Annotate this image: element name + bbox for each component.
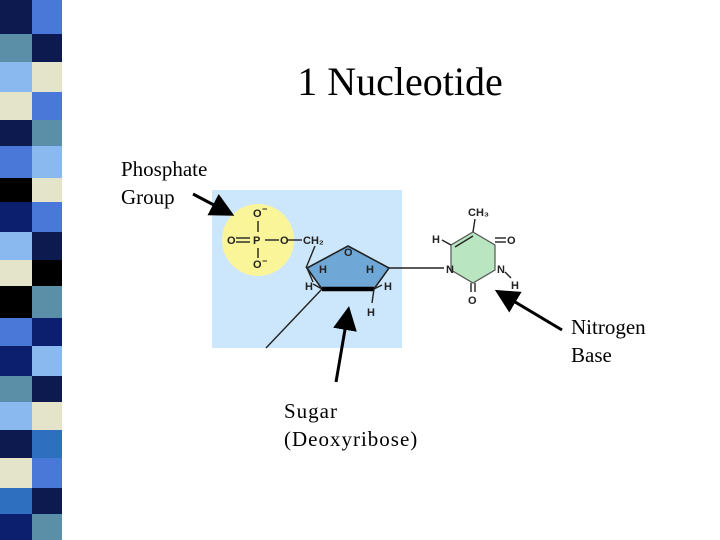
base-oxygen-bottom: O	[468, 295, 477, 307]
nitrogen-label-line-1: Nitrogen	[571, 315, 646, 339]
stripe-square	[32, 202, 62, 232]
stripe-square	[32, 286, 62, 318]
base-hydrogen-right: H	[511, 280, 519, 292]
stripe-square	[0, 202, 32, 232]
stripe-square	[0, 232, 32, 260]
stripe-square	[32, 92, 62, 120]
sugar-label-line-1: Sugar	[284, 399, 338, 423]
stripe-square	[32, 34, 62, 62]
sugar-label-line-2: (Deoxyribose)	[284, 427, 419, 451]
base-nitrogen-left: N	[446, 264, 454, 276]
sugar-hydrogen-1: H	[319, 264, 327, 276]
stripe-square	[32, 318, 62, 346]
base-nitrogen-right: N	[497, 264, 505, 276]
base-bonds	[441, 218, 512, 292]
stripe-square	[32, 232, 62, 260]
stripe-square	[32, 260, 62, 286]
phosphate-label-line-2: Group	[121, 185, 175, 209]
stripe-square	[32, 62, 62, 92]
base-oxygen-right: O	[507, 235, 516, 247]
sugar-hydrogen-3: H	[305, 281, 313, 293]
phosphate-circle	[222, 204, 294, 276]
decorative-stripe	[0, 0, 68, 540]
stripe-square	[0, 376, 32, 402]
nitrogen-label-line-2: Base	[571, 343, 612, 367]
stripe-square	[0, 0, 32, 34]
stripe-square	[32, 376, 62, 402]
phosphate-oxygen-right: O	[280, 235, 289, 247]
sugar-bonds	[265, 245, 444, 349]
phosphate-oxygen-bottom: O	[253, 259, 262, 271]
phosphate-group-label: Phosphate Group	[121, 155, 207, 211]
phosphorus-atom: P	[253, 235, 260, 247]
ch2-group: CH₂	[303, 235, 324, 247]
sugar-label: Sugar (Deoxyribose)	[284, 397, 418, 453]
stripe-square	[0, 178, 32, 202]
phosphate-charge-bottom: −	[262, 256, 267, 266]
stripe-square	[32, 178, 62, 202]
base-hydrogen-left: H	[432, 234, 440, 246]
nitrogen-base-arrow	[494, 289, 563, 332]
stripe-square	[0, 318, 32, 346]
stripe-square	[0, 260, 32, 286]
stripe-square	[0, 488, 32, 514]
stripe-square	[0, 514, 32, 540]
methyl-group: CH₃	[468, 207, 489, 219]
phosphate-charge-top: −	[262, 204, 267, 214]
sugar-arrow	[333, 306, 357, 383]
stripe-square	[0, 458, 32, 488]
phosphate-bonds	[236, 221, 302, 258]
stripe-square	[0, 430, 32, 458]
sugar-hydrogen-5: H	[367, 307, 375, 319]
stripe-square	[32, 402, 62, 430]
slide-title: 1 Nucleotide	[297, 59, 503, 104]
stripe-square	[0, 62, 32, 92]
stripe-square	[0, 146, 32, 178]
stripe-square	[0, 34, 32, 62]
stripe-square	[0, 402, 32, 430]
stripe-square	[32, 120, 62, 146]
stripe-square	[32, 488, 62, 514]
sugar-hydrogen-2: H	[366, 264, 374, 276]
sugar-oxygen: O	[344, 247, 353, 259]
base-ring	[450, 231, 496, 284]
stripe-square	[32, 146, 62, 178]
stripe-square	[0, 120, 32, 146]
stripe-square	[32, 458, 62, 488]
phosphate-label-line-1: Phosphate	[121, 157, 208, 181]
stripe-square	[0, 286, 32, 318]
phosphate-arrow	[192, 192, 235, 216]
sugar-hydrogen-4: H	[384, 281, 392, 293]
stripe-square	[0, 92, 32, 120]
stripe-square	[32, 346, 62, 376]
stripe-square	[0, 346, 32, 376]
stripe-square	[32, 0, 62, 34]
phosphate-oxygen-left: O	[227, 235, 236, 247]
phosphate-oxygen-top: O	[253, 208, 262, 220]
stripe-square	[32, 514, 62, 540]
stripe-square	[32, 430, 62, 458]
nitrogen-base-label: Nitrogen Base	[571, 313, 646, 369]
